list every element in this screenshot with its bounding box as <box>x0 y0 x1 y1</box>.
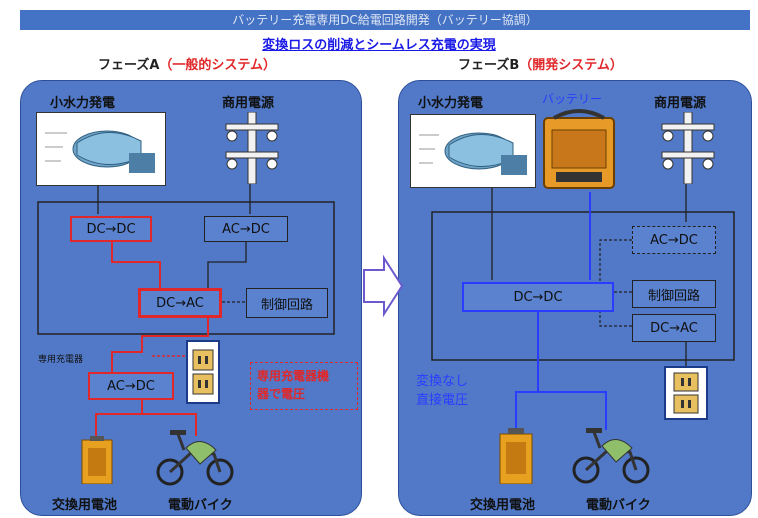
phase-b-battery-label: 交換用電池 <box>470 498 536 513</box>
phase-a-acdc-to-dcac <box>207 242 247 288</box>
phase-a-charger-to-bike <box>142 413 197 436</box>
phase-a-dcdc-to-dcac <box>111 242 161 288</box>
outlet-icon <box>192 349 214 395</box>
phase-b-dcdc-to-battery <box>515 312 539 430</box>
phase-a-control-box: 制御回路 <box>246 288 328 318</box>
phase-b-bike-label: 電動バイク <box>586 498 651 513</box>
power-pole-icon <box>661 112 715 184</box>
battery-icon <box>81 436 113 484</box>
phase-b-battery <box>498 428 534 484</box>
phase-a-turbine-image <box>36 112 166 186</box>
phase-b-acdc-link <box>599 239 632 282</box>
phase-a-charger-label: 専用充電器 <box>38 355 84 365</box>
phase-a-dcac-box: DC→AC <box>138 288 222 318</box>
phase-a-dcac-to-charger <box>111 318 209 372</box>
scooter-icon <box>572 428 650 484</box>
phase-a-title: フェーズA（一般的システム） <box>98 54 276 73</box>
phase-b-bike <box>572 426 650 484</box>
phase-b-storage-battery <box>540 108 618 192</box>
phase-a-charger-acdc-box: AC→DC <box>88 372 174 400</box>
phase-a-system-frame <box>37 201 335 335</box>
subtitle: 変換ロスの削減とシームレス充電の実現 <box>262 38 496 53</box>
storage-battery-icon <box>543 109 615 189</box>
power-pole-icon <box>225 112 279 184</box>
phase-a-outlet <box>186 340 220 404</box>
turbine-icon <box>45 130 155 173</box>
phase-b-note: 変換なし 直接電圧 <box>416 374 469 408</box>
phase-a-battery-label: 交換用電池 <box>52 498 118 513</box>
phase-b-dcac-link <box>599 310 632 327</box>
phase-a-acdc-box: AC→DC <box>204 216 288 242</box>
phase-a-hydro-label: 小水力発電 <box>50 96 116 111</box>
phase-b-system-frame <box>431 211 735 361</box>
phase-a-title-main: フェーズA <box>98 58 160 73</box>
phase-b-title-paren: （開発システム） <box>519 58 623 73</box>
phase-b-dcac-box: DC→AC <box>632 314 716 342</box>
phase-b-dcdc-to-bike <box>538 391 607 430</box>
phase-b-title: フェーズB（開発システム） <box>458 54 623 73</box>
phase-b-control-box: 制御回路 <box>632 280 716 308</box>
battery-icon <box>499 428 533 484</box>
phase-a-bike-label: 電動バイク <box>168 498 233 513</box>
phase-a-power-pole <box>224 112 280 184</box>
scooter-icon <box>156 430 234 486</box>
phase-b-power-pole <box>660 112 716 184</box>
transition-arrow <box>363 254 404 318</box>
title-banner: バッテリー充電専用DC給電回路開発（バッテリー協調） <box>20 10 750 30</box>
phase-a-note: 専用充電器機 器で電圧 <box>250 362 358 410</box>
phase-a-title-paren: （一般的システム） <box>159 58 277 73</box>
phase-a-charger-to-battery <box>95 400 143 436</box>
phase-b-outlet <box>664 366 708 420</box>
phase-b-grid-label: 商用電源 <box>654 96 707 111</box>
phase-b-acdc-box: AC→DC <box>632 226 716 254</box>
phase-b-battery-top-label: バッテリー <box>542 92 603 106</box>
phase-a-bike <box>156 428 234 486</box>
phase-b-title-main: フェーズB <box>458 58 520 73</box>
phase-b-dcdc-box: DC→DC <box>462 282 614 312</box>
outlet-icon <box>673 372 699 414</box>
phase-a-dcdc-box: DC→DC <box>70 216 152 242</box>
phase-a-grid-label: 商用電源 <box>222 96 275 111</box>
phase-b-hydro-label: 小水力発電 <box>418 96 484 111</box>
phase-b-turbine-image <box>410 114 536 188</box>
phase-a-battery <box>80 436 114 484</box>
turbine-icon <box>419 132 527 175</box>
